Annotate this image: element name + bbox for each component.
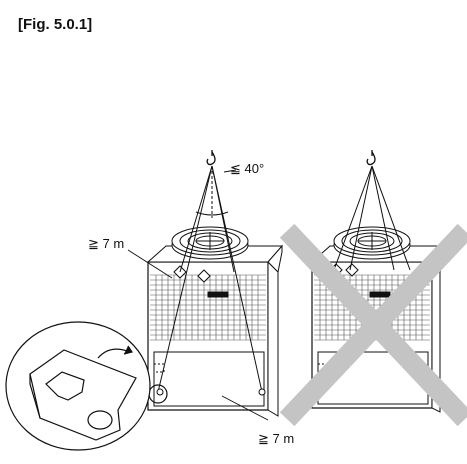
lifting-lug-detail [5,321,168,451]
lower-clearance-label: ≧ 7 m [258,431,294,446]
dimension-leaders [127,169,269,421]
sling-angle-label: ≦ 40° [230,161,264,176]
upper-clearance-label: ≧ 7 m [88,236,124,251]
figure-caption: [Fig. 5.0.1] [18,16,93,33]
correct-lifting-unit [146,150,284,417]
prohibited-cross-mark [279,223,467,427]
